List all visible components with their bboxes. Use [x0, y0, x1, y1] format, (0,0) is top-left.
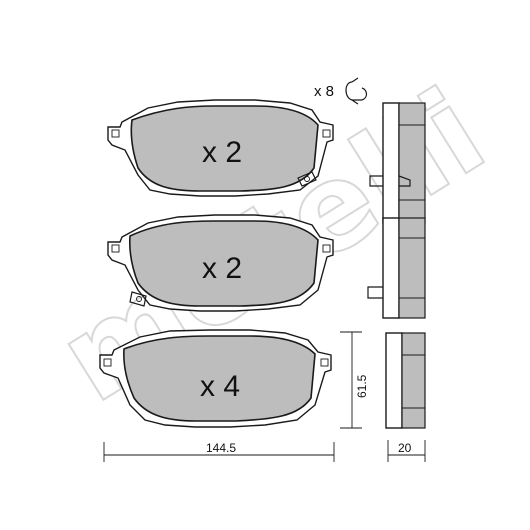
- wear-sensor-2: [129, 291, 147, 307]
- clip-quantity-label: x 8: [314, 83, 334, 100]
- side-friction-1: [398, 102, 426, 224]
- pad-1-quantity: x 2: [202, 136, 242, 169]
- pad-3-quantity: x 4: [200, 370, 240, 403]
- wear-sensor-1: [297, 171, 317, 187]
- side-backing-1: [382, 102, 400, 224]
- side-backing-2: [382, 217, 400, 319]
- mount-tab-left-1: [111, 129, 120, 138]
- side-view-2: [367, 217, 426, 319]
- dimension-height: 61.5: [340, 331, 369, 429]
- mount-tab-left-3: [103, 358, 112, 367]
- thickness-label: 20: [398, 441, 412, 455]
- dimension-thickness: 20: [387, 440, 426, 462]
- pad-2-quantity: x 2: [202, 252, 242, 285]
- clip-icon: [345, 77, 368, 105]
- dimension-width: 144.5: [103, 441, 335, 462]
- mount-tab-right-2: [322, 244, 331, 253]
- side-view-3: [385, 332, 426, 429]
- side-friction-2: [398, 217, 426, 319]
- side-backing-3: [385, 332, 403, 429]
- side-friction-3: [401, 332, 426, 429]
- mount-tab-right-3: [320, 358, 329, 367]
- width-label: 144.5: [206, 441, 236, 455]
- brake-pad-2: x 2: [107, 214, 334, 312]
- brake-pad-3: x 4: [99, 329, 332, 428]
- clip-group: x 8: [314, 77, 368, 105]
- friction-material-2: [128, 220, 319, 307]
- friction-material-1: [130, 105, 319, 192]
- mount-tab-left-2: [111, 244, 120, 253]
- brake-pad-1: x 2: [107, 99, 334, 197]
- mount-tab-right-1: [322, 129, 331, 138]
- friction-material-3: [123, 335, 316, 422]
- height-label: 61.5: [355, 374, 369, 398]
